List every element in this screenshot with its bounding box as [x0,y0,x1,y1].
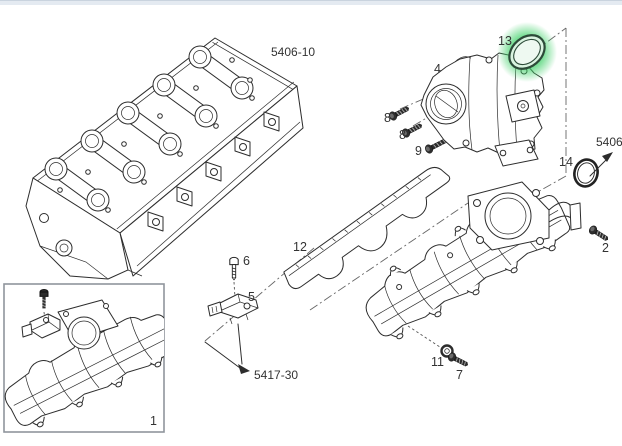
figure-ref-seal: 5406 [596,135,622,149]
callout-oring-14[interactable]: 14 [559,155,573,169]
callout-bolt-8-upper[interactable]: 8 [384,111,391,125]
boxed-manifold-drawing [4,289,164,428]
callout-seal-13[interactable]: 13 [498,34,512,48]
cylinder-head-drawing [25,37,304,280]
seal-ref-arrow[interactable]: 5406 [589,135,622,177]
oring-14-drawing [573,158,599,188]
figure-ref-intake-group: 5417-30 [254,368,298,382]
callout-sensor-5[interactable]: 5 [248,290,255,304]
callout-gasket-12[interactable]: 12 [293,240,307,254]
window-top-bar [0,0,622,5]
bolt-7-drawing [446,350,471,370]
callout-bolt-8-lower[interactable]: 8 [399,128,406,142]
callout-bolt-9[interactable]: 9 [415,144,422,158]
bolt-8-upper-drawing [387,103,412,123]
assembly-box [3,283,165,433]
figure-ref-cylinder-head[interactable]: 5406-10 [271,45,315,59]
callout-bolt-7[interactable]: 7 [456,368,463,382]
manifold-gasket-drawing [283,166,451,290]
oring-11-drawing [440,344,454,358]
map-sensor-drawing [207,293,259,325]
callout-boxed-manifold[interactable]: 1 [150,414,157,428]
bolt-6-drawing [229,256,239,281]
intake-manifold-drawing [365,181,582,340]
callout-bolt-6[interactable]: 6 [243,254,250,268]
highlighted-seal-13[interactable] [497,22,557,82]
callout-bolt-2[interactable]: 2 [602,241,609,255]
intake-group-ref[interactable]: 5417-30 [204,323,298,382]
callout-oring-11[interactable]: 11 [431,355,444,369]
callout-throttle-body[interactable]: 4 [434,62,441,76]
